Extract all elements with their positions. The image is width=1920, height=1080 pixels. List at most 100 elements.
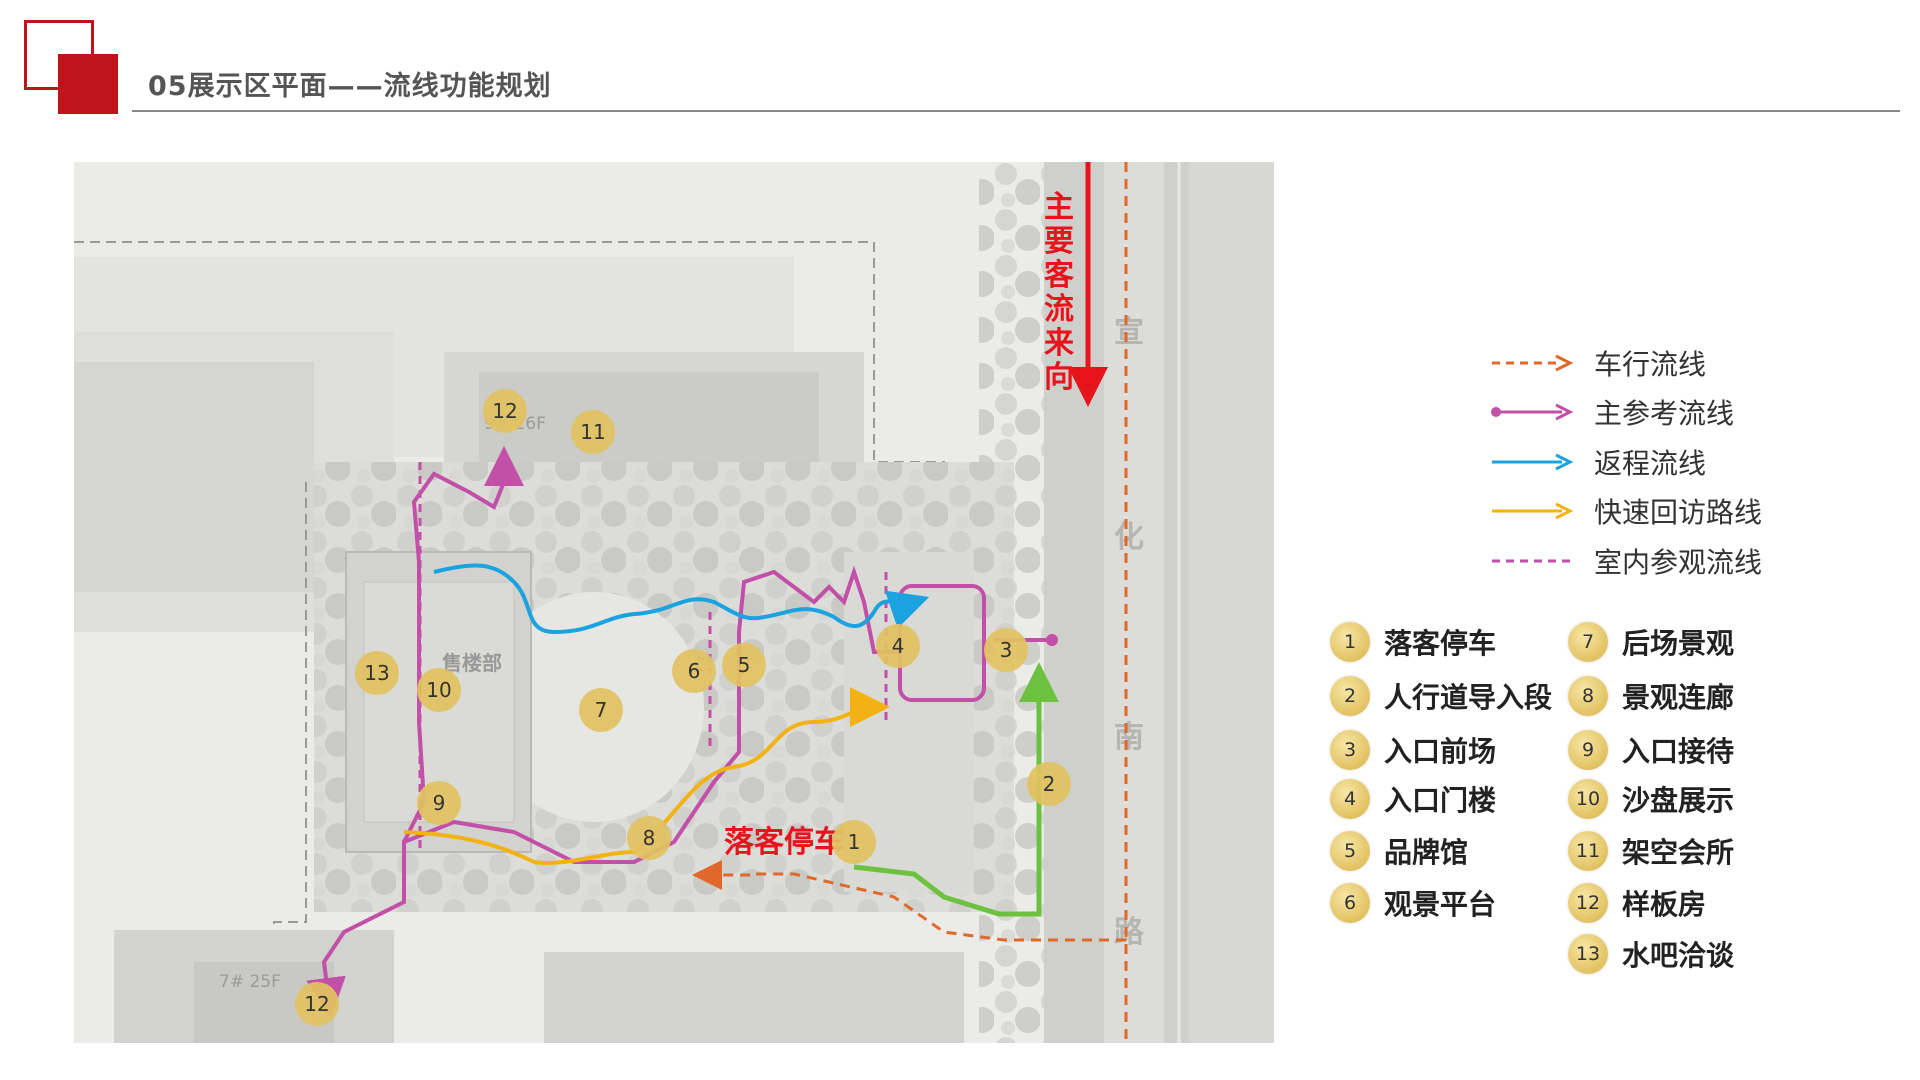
key-label: 架空会所	[1622, 836, 1735, 869]
legend-item-indoor-flow: 室内参观流线	[1490, 536, 1762, 586]
key-label: 落客停车	[1384, 627, 1497, 660]
map-marker-circle	[1027, 762, 1071, 806]
map-marker-number: 10	[426, 678, 451, 702]
map-marker-3: 3	[984, 628, 1028, 672]
map-marker-number: 8	[643, 826, 656, 850]
map-marker-circle	[722, 643, 766, 687]
map-marker-number: 12	[304, 992, 329, 1016]
key-label: 品牌馆	[1384, 836, 1469, 869]
map-marker-circle	[355, 651, 399, 695]
map-marker-number: 9	[433, 791, 446, 815]
title-divider	[132, 110, 1900, 112]
arrival-char: 客	[1044, 258, 1074, 293]
key-number-badge: 7	[1568, 622, 1608, 662]
map-marker-13: 13	[355, 651, 399, 695]
map-marker-11: 11	[571, 410, 615, 454]
key-label: 人行道导入段	[1384, 681, 1553, 714]
legend-label: 室内参观流线	[1594, 545, 1763, 579]
key-item-11: 11 架空会所	[1568, 831, 1734, 871]
road-char-2: 化	[1114, 520, 1144, 555]
key-item-1: 1 落客停车	[1330, 622, 1496, 662]
map-marker-number: 4	[892, 634, 905, 658]
arrival-char: 向	[1044, 360, 1074, 395]
legend-item-vehicle-flow: 车行流线	[1490, 338, 1762, 388]
map-marker-number: 3	[1000, 638, 1013, 662]
main-flow-path	[306, 565, 900, 1018]
map-marker-number: 5	[738, 653, 751, 677]
key-label: 水吧洽谈	[1622, 939, 1735, 972]
vehicle-flow-path	[692, 860, 1126, 942]
map-marker-5: 5	[722, 643, 766, 687]
key-label: 后场景观	[1622, 627, 1735, 660]
map-marker-number: 11	[580, 420, 605, 444]
legend-label: 主参考流线	[1594, 397, 1735, 431]
drop-off-label: 落客停车	[724, 825, 844, 860]
key-number-badge: 11	[1568, 831, 1608, 871]
map-marker-number: 7	[595, 698, 608, 722]
road-char-4: 路	[1114, 915, 1145, 950]
road-name-label: 宣 化 南 路	[1114, 315, 1145, 950]
key-number-badge: 6	[1330, 883, 1370, 923]
key-item-7: 7 后场景观	[1568, 622, 1734, 662]
dot-arrow-magenta-icon	[1491, 403, 1574, 421]
map-marker-10: 10	[417, 668, 461, 712]
map-marker-number: 6	[688, 659, 701, 683]
map-marker-circle	[295, 982, 339, 1026]
arrival-char: 流	[1044, 292, 1074, 327]
key-item-3: 3 入口前场	[1330, 730, 1496, 770]
key-label: 景观连廊	[1622, 681, 1735, 714]
map-marker-circle	[627, 816, 671, 860]
map-marker-7: 7	[579, 688, 623, 732]
key-item-4: 4 入口门楼	[1330, 779, 1496, 819]
key-label: 样板房	[1622, 888, 1707, 921]
map-marker-circle	[672, 649, 716, 693]
map-marker-4: 4	[876, 624, 920, 668]
map-marker-circle	[579, 688, 623, 732]
legend-item-quick-revisit: 快速回访路线	[1490, 487, 1762, 537]
map-marker-circle	[483, 389, 527, 433]
key-label: 入口接待	[1622, 735, 1735, 768]
arrow-blue-icon	[1492, 453, 1574, 471]
map-marker-circle	[417, 781, 461, 825]
map-marker-6: 6	[672, 649, 716, 693]
key-number-badge: 8	[1568, 676, 1608, 716]
key-label: 入口门楼	[1384, 784, 1497, 817]
map-marker-12: 12	[483, 389, 527, 433]
return-flow-path	[433, 563, 930, 635]
map-marker-number: 1	[848, 830, 861, 854]
arrival-char: 要	[1044, 224, 1074, 259]
key-label: 入口前场	[1384, 735, 1497, 768]
map-marker-circle	[984, 628, 1028, 672]
key-number-badge: 4	[1330, 779, 1370, 819]
map-marker-2: 2	[1027, 762, 1071, 806]
pedestrian-guide-flow	[853, 662, 1059, 917]
logo-fill-square	[58, 54, 118, 114]
legend-label: 车行流线	[1594, 347, 1707, 381]
arrival-char: 主	[1044, 190, 1074, 225]
map-marker-circle	[876, 624, 920, 668]
road-char-3: 南	[1114, 720, 1144, 755]
page-title: 05展示区平面——流线功能规划	[148, 71, 552, 102]
map-marker-circle	[417, 668, 461, 712]
building-7-label: 7# 25F	[219, 972, 281, 992]
key-item-8: 8 景观连廊	[1568, 676, 1734, 716]
legend-item-return-flow: 返程流线	[1490, 437, 1762, 487]
key-number-badge: 3	[1330, 730, 1370, 770]
map-marker-number: 13	[364, 661, 389, 685]
site-plan-map: 售楼部 7# 25F 9# 26F 宣 化 南 路 主要客流来向 落客停车 12…	[74, 162, 1274, 1043]
dashed-arrow-orange-icon	[1492, 354, 1574, 372]
map-marker-circle	[571, 410, 615, 454]
key-number-badge: 1	[1330, 622, 1370, 662]
legend-label: 返程流线	[1594, 446, 1707, 480]
key-label: 沙盘展示	[1622, 784, 1735, 817]
key-number-badge: 2	[1330, 676, 1370, 716]
map-marker-number: 2	[1043, 772, 1056, 796]
